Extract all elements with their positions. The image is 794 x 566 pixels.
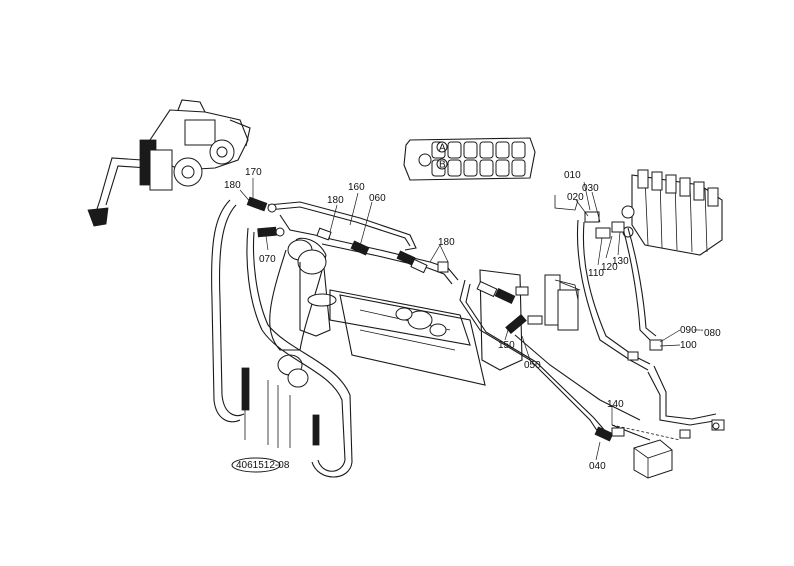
callout-labels: 170 180 070 160 180 060 180 010 030 020 …	[224, 167, 721, 472]
callout-070: 070	[259, 254, 276, 265]
callout-130: 130	[612, 256, 629, 267]
callout-180-left: 180	[224, 180, 241, 191]
callout-150: 150	[498, 340, 515, 351]
callout-180-mid: 180	[327, 195, 344, 206]
callout-120: 120	[601, 262, 618, 273]
callout-050: 050	[524, 360, 541, 371]
valve-marker-b: B	[439, 160, 446, 171]
callout-160: 160	[348, 182, 365, 193]
control-valve-block: A B	[403, 137, 536, 181]
hose-fittings	[246, 196, 725, 479]
drawing-code-stamp: 4061512-08	[231, 457, 290, 473]
svg-text:-: -	[700, 325, 703, 336]
callout-010: 010	[564, 170, 581, 181]
boom-arm-assembly	[241, 237, 581, 448]
callout-170: 170	[245, 167, 262, 178]
callout-030: 030	[582, 183, 599, 194]
callout-040: 040	[589, 461, 606, 472]
callout-080: 080	[704, 328, 721, 339]
control-valve-stack	[554, 169, 723, 256]
callout-060: 060	[369, 193, 386, 204]
backhoe-thumbnail	[87, 99, 251, 227]
callout-090: 090	[680, 325, 697, 336]
drawing-code: 4061512-08	[236, 460, 290, 471]
callout-110: 110	[588, 268, 604, 279]
valve-marker-a: A	[439, 143, 446, 154]
callout-leaders	[239, 178, 700, 461]
hydraulic-lines	[211, 199, 721, 478]
callout-100: 100	[680, 340, 697, 351]
callout-180-right: 180	[438, 237, 455, 248]
callout-140: 140	[607, 399, 624, 410]
callout-020: 020	[567, 192, 584, 203]
